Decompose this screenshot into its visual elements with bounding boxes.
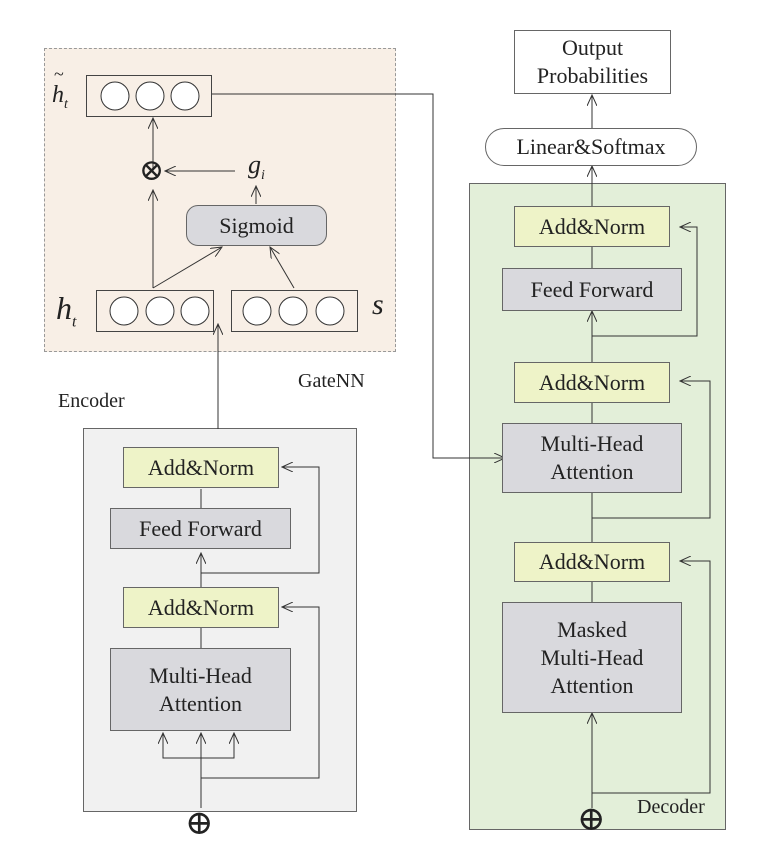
s-vector — [231, 290, 358, 332]
h-vector — [96, 290, 214, 332]
encoder-add-norm-top: Add&Norm — [123, 447, 279, 488]
h-label: ht — [56, 290, 77, 331]
decoder-feed-forward: Feed Forward — [502, 268, 682, 311]
encoder-add-norm-bottom: Add&Norm — [123, 587, 279, 628]
output-probabilities: Output Probabilities — [514, 30, 671, 94]
h-tilde-label: ~ ht — [52, 64, 68, 112]
encoder-feed-forward: Feed Forward — [110, 508, 291, 549]
s-label: s — [372, 288, 384, 321]
gate-label: gi — [248, 150, 265, 184]
encoder-multi-head-attention: Multi-Head Attention — [110, 648, 291, 731]
decoder-input-add-symbol: ⊕ — [577, 801, 606, 838]
gatenn-label: GateNN — [298, 370, 365, 392]
decoder-label: Decoder — [637, 796, 705, 818]
encoder-input-add-symbol: ⊕ — [185, 805, 214, 842]
sigmoid-block: Sigmoid — [186, 205, 327, 246]
decoder-masked-multi-head-attention: Masked Multi-Head Attention — [502, 602, 682, 713]
encoder-label: Encoder — [58, 390, 125, 412]
decoder-multi-head-attention: Multi-Head Attention — [502, 423, 682, 493]
multiply-symbol: ⊗ — [139, 154, 165, 187]
h-tilde-vector — [86, 75, 212, 117]
decoder-add-norm-mid: Add&Norm — [514, 362, 670, 403]
decoder-add-norm-top: Add&Norm — [514, 206, 670, 247]
linear-softmax-block: Linear&Softmax — [485, 128, 697, 166]
decoder-add-norm-bottom: Add&Norm — [514, 542, 670, 582]
